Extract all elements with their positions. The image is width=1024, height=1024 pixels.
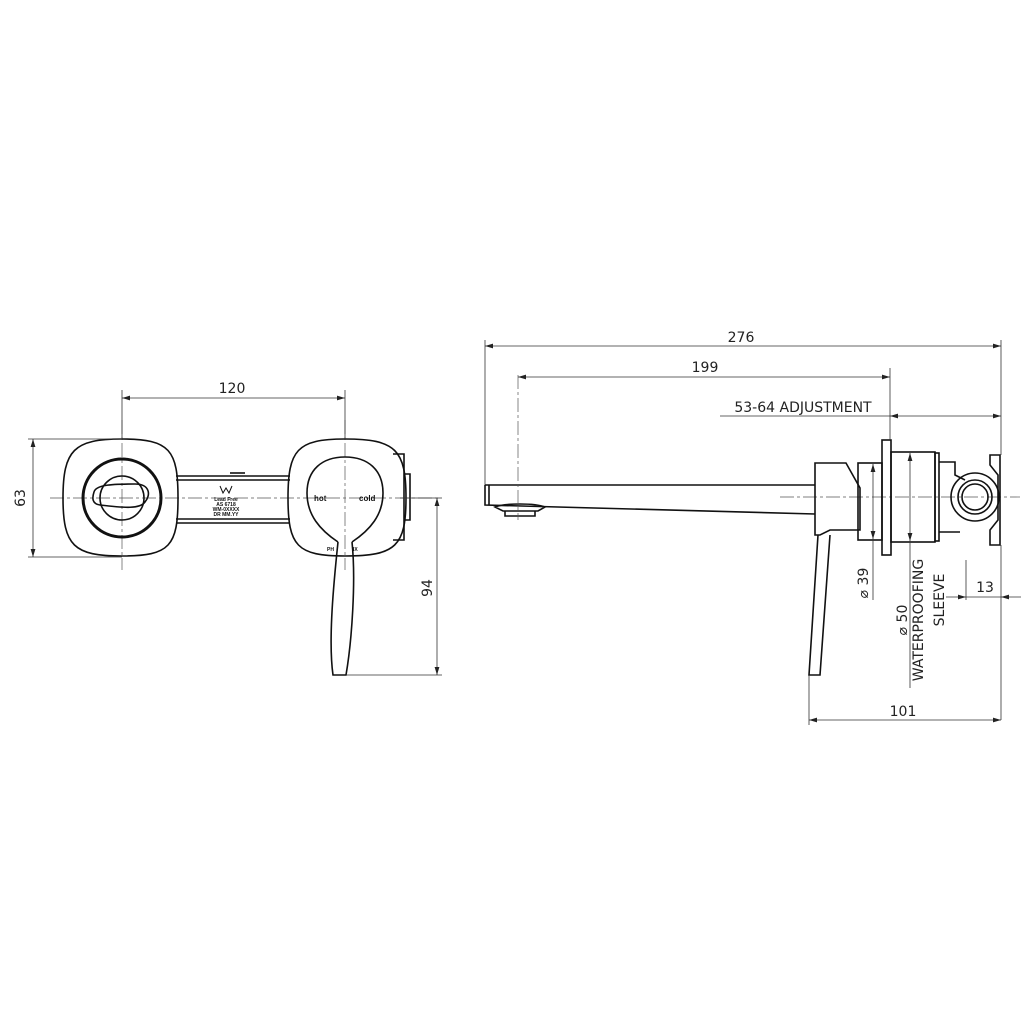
- svg-text:WM-0XXXX: WM-0XXXX: [213, 507, 240, 513]
- dimension-height: 63: [13, 438, 122, 558]
- svg-text:Lead Free: Lead Free: [214, 497, 238, 503]
- watermark-logo: Lead Free AS 6718 WM-0XXXX DR MM.YY: [213, 485, 240, 518]
- mounting-bracket: [989, 454, 1001, 546]
- svg-text:DR MM.YY: DR MM.YY: [214, 512, 240, 518]
- mixer-lever-handle[interactable]: [330, 541, 355, 676]
- inlet-inner: [957, 479, 993, 515]
- inlet-outer: [950, 472, 1000, 522]
- hot-label: hot: [314, 494, 327, 503]
- svg-text:276: 276: [728, 330, 755, 346]
- inlet-bore: [961, 483, 989, 511]
- mixer-cover-plate: [287, 438, 407, 557]
- diverter-base: [99, 475, 145, 521]
- dimension-depth: 101: [808, 675, 1001, 725]
- svg-text:63: 63: [13, 489, 29, 507]
- side-lever-handle[interactable]: [808, 534, 831, 676]
- diverter-knob[interactable]: [92, 483, 150, 509]
- valve-bracket: [393, 453, 411, 541]
- sleeve-ring: [934, 452, 940, 542]
- svg-text:WATERPROOFING: WATERPROOFING: [911, 559, 927, 681]
- cover-plate-edge: [881, 439, 892, 556]
- svg-text:120: 120: [219, 381, 246, 397]
- brand-label-left: PH: [327, 547, 334, 553]
- mixer-body: [814, 462, 861, 536]
- dimension-width: 120: [121, 381, 346, 438]
- dimension-inlet: 13: [946, 545, 1021, 720]
- dimension-overall: 276: [484, 330, 1002, 485]
- flange-39: [857, 462, 883, 541]
- svg-text:101: 101: [890, 704, 917, 720]
- svg-text:SLEEVE: SLEEVE: [932, 574, 948, 627]
- dimension-flange: ⌀ 39: [856, 464, 876, 600]
- dimension-adjustment: 53-64 ADJUSTMENT: [720, 400, 1001, 419]
- mixer-lever-hub: [306, 456, 384, 543]
- dimension-lever: 94: [346, 497, 442, 676]
- diverter-ring: [81, 457, 163, 539]
- front-view: Lead Free AS 6718 WM-0XXXX DR MM.YY hot …: [13, 381, 442, 676]
- brand-label-right: IX: [353, 547, 358, 553]
- diverter-cover-plate: [62, 438, 179, 557]
- svg-text:13: 13: [976, 580, 994, 596]
- svg-text:94: 94: [420, 579, 436, 597]
- dimension-spout: 199: [518, 360, 891, 440]
- svg-text:⌀ 50: ⌀ 50: [895, 605, 911, 636]
- spout: [484, 484, 816, 515]
- svg-text:⌀ 39: ⌀ 39: [856, 568, 872, 599]
- connecting-bar: [176, 472, 290, 524]
- svg-text:199: 199: [692, 360, 719, 376]
- side-view: 276 199 53-64 ADJUSTMENT ⌀ 39 ⌀ 50 WATER…: [484, 330, 1021, 725]
- cold-label: cold: [359, 494, 376, 503]
- aerator: [493, 503, 547, 517]
- dimension-sleeve: ⌀ 50 WATERPROOFING SLEEVE: [895, 453, 948, 688]
- svg-text:53-64 ADJUSTMENT: 53-64 ADJUSTMENT: [734, 400, 872, 416]
- svg-text:AS 6718: AS 6718: [216, 502, 236, 508]
